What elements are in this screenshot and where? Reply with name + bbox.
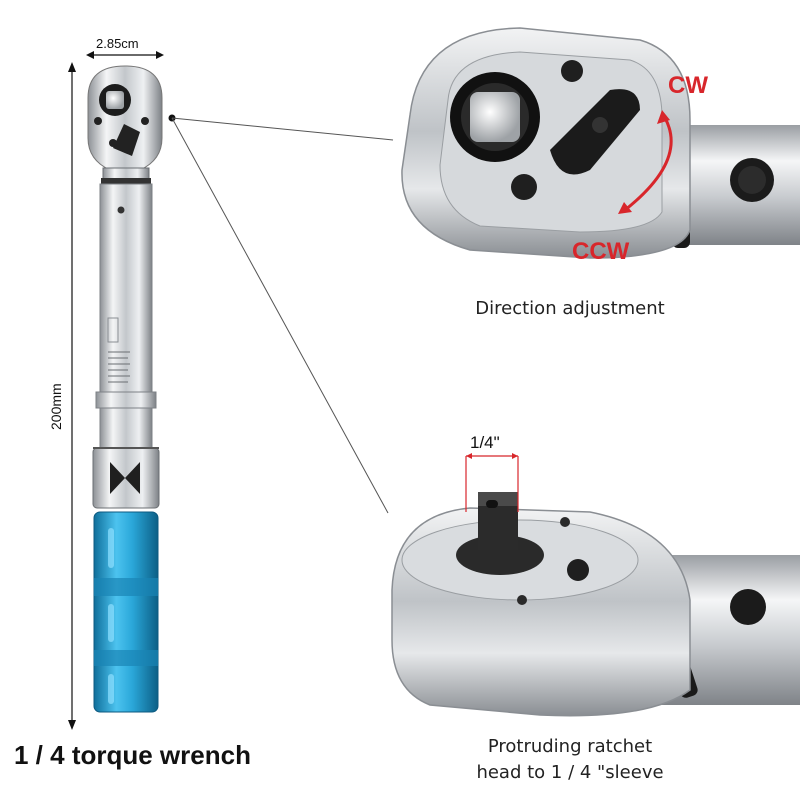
callout-line-top [171,117,394,141]
width-dimension-label: 2.85cm [96,36,139,51]
length-dimension-label: 200mm [48,383,64,430]
product-title: 1 / 4 torque wrench [14,740,251,770]
ccw-label: CCW [572,238,630,265]
ratchet-caption-line1: Protruding ratchet [487,736,653,757]
direction-detail-photo [401,27,800,259]
callout-line-bottom [171,117,389,514]
ratchet-head-detail-photo [391,453,800,717]
wrench-head [87,65,163,171]
length-dimension-line [68,62,76,730]
wrench-lock-collar [92,447,160,509]
size-label: 1/4" [470,433,500,452]
ratchet-caption-line2: head to 1 / 4 "sleeve [476,762,664,783]
direction-caption: Direction adjustment [475,298,665,319]
wrench-shaft [95,183,157,450]
width-dimension-line [86,51,164,59]
wrench-blue-handle [93,511,159,713]
cw-label: CW [668,72,708,99]
wrench-collar-ring [101,178,151,184]
